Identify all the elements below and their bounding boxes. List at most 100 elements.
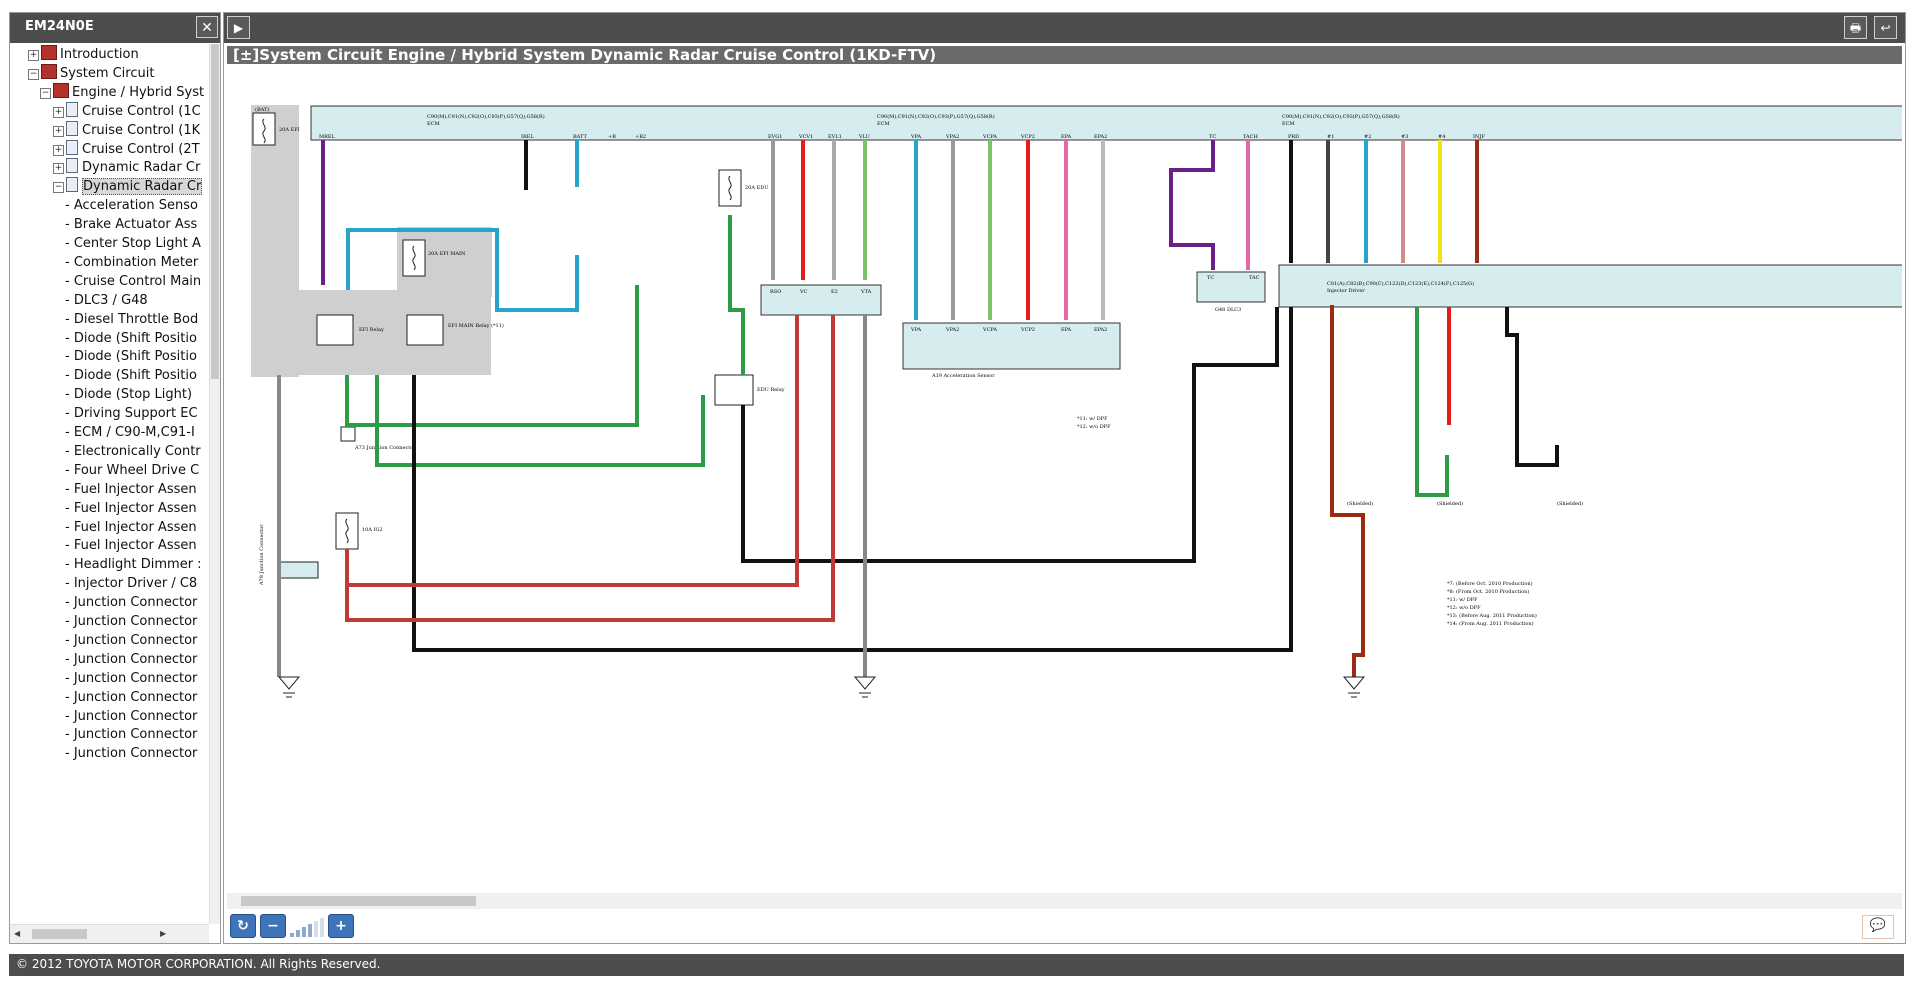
toc-item[interactable]: - Junction Connector xyxy=(65,668,197,690)
toc-hscroll-thumb[interactable] xyxy=(32,929,87,939)
pin-evg1: EVG1 xyxy=(768,134,782,140)
toc-item[interactable]: - Diode (Shift Positio xyxy=(65,328,197,350)
toc-item[interactable]: - Combination Meter xyxy=(65,252,198,274)
zoom-level-bar[interactable] xyxy=(320,918,324,937)
toc-item[interactable]: −Dynamic Radar Cr xyxy=(53,176,203,198)
expand-icon[interactable]: + xyxy=(53,125,64,137)
fuse-ig2-label: 10A IG2 xyxy=(362,527,383,533)
zoom-level-bar[interactable] xyxy=(302,927,306,937)
acceleration-sensor-connector[interactable] xyxy=(902,322,1121,370)
toc-item[interactable]: - Four Wheel Drive C xyxy=(65,460,199,482)
toc-item[interactable]: - Fuel Injector Assen xyxy=(65,517,197,539)
toc-item[interactable]: - Junction Connector xyxy=(65,630,197,652)
scroll-right-icon[interactable]: ▶ xyxy=(160,929,167,938)
toc-item[interactable]: - Junction Connector xyxy=(65,592,197,614)
dlc3-connector[interactable] xyxy=(1196,271,1266,303)
close-icon[interactable]: ✕ xyxy=(196,16,218,38)
ecm-connector-block[interactable] xyxy=(310,105,1902,141)
toc-item[interactable]: +Cruise Control (2T xyxy=(53,139,200,161)
scroll-left-icon[interactable]: ◀ xyxy=(14,929,21,938)
toc-scroll-thumb[interactable] xyxy=(211,44,219,379)
collapse-icon[interactable]: − xyxy=(40,87,51,99)
junction-connector-a73[interactable] xyxy=(340,426,356,442)
collapse-icon[interactable]: − xyxy=(53,182,64,194)
relay-efi[interactable] xyxy=(316,314,354,346)
pin-mrel: MREL xyxy=(319,134,336,140)
toc-item[interactable]: + Cruise Control (1K xyxy=(53,120,200,142)
shielded-label-2: (Shielded) xyxy=(1437,500,1463,507)
toc-item[interactable]: - Brake Actuator Ass xyxy=(65,214,197,236)
toc-item[interactable]: - Fuel Injector Assen xyxy=(65,479,197,501)
toc-item[interactable]: - Diode (Shift Positio xyxy=(65,365,197,387)
reset-zoom-icon[interactable]: ↻ xyxy=(230,914,256,938)
toc-item[interactable]: - Diode (Stop Light) xyxy=(65,384,192,406)
toc-item[interactable]: - Diesel Throttle Bod xyxy=(65,309,198,331)
toc-horizontal-scrollbar[interactable]: ◀ ▶ xyxy=(10,924,209,943)
pin-b2: +B2 xyxy=(635,134,646,140)
toc-item[interactable]: - ECM / C90-M,C91-I xyxy=(65,422,195,444)
toc-item[interactable]: −Engine / Hybrid Syst xyxy=(40,82,204,104)
zoom-in-icon[interactable]: + xyxy=(328,914,354,938)
toc-item[interactable]: - Junction Connector xyxy=(65,687,197,709)
toc-item[interactable]: - Junction Connector xyxy=(65,724,197,746)
relay-edu-label: EDU Relay xyxy=(757,387,785,393)
relay-edu[interactable] xyxy=(714,374,754,406)
document-title[interactable]: [±]System Circuit Engine / Hybrid System… xyxy=(233,46,937,64)
injector-driver-connector[interactable] xyxy=(1278,264,1902,308)
toc-vertical-scrollbar[interactable] xyxy=(209,44,220,924)
toc-item[interactable]: - Injector Driver / C8 xyxy=(65,573,197,595)
toc-item[interactable]: - Fuel Injector Assen xyxy=(65,535,197,557)
zoom-level-bar[interactable] xyxy=(314,921,318,937)
book-icon xyxy=(53,82,69,98)
toc-item[interactable]: - Cruise Control Main xyxy=(65,271,201,293)
pin-vpa: VPA xyxy=(910,134,922,140)
play-icon[interactable]: ▶ xyxy=(227,16,250,39)
collapse-icon[interactable]: − xyxy=(28,68,39,80)
toc-item[interactable]: +Cruise Control (1C xyxy=(53,101,201,123)
toc-item[interactable]: - Junction Connector xyxy=(65,743,197,765)
toc-item[interactable]: - Electronically Contr xyxy=(65,441,201,463)
junction-b-label: A78 Junction Connector xyxy=(259,524,265,586)
feedback-icon[interactable]: 💬 xyxy=(1862,915,1894,939)
toc-item[interactable]: - Headlight Dimmer : xyxy=(65,554,202,576)
toc-item-label: - Combination Meter xyxy=(65,254,199,270)
document-icon xyxy=(66,120,78,136)
fuse-efi[interactable] xyxy=(252,112,276,146)
toc-item[interactable]: −System Circuit xyxy=(28,63,154,85)
toc-item[interactable]: - Fuel Injector Assen xyxy=(65,498,197,520)
throttle-body-connector[interactable] xyxy=(760,284,882,316)
diagram-scroll-thumb[interactable] xyxy=(241,896,476,906)
toc-item[interactable]: - Driving Support EC xyxy=(65,403,198,425)
print-icon[interactable]: 🖶 xyxy=(1844,16,1867,39)
expand-icon[interactable]: + xyxy=(53,144,64,156)
toc-item[interactable]: + Introduction xyxy=(28,44,139,66)
toc-item[interactable]: - Diode (Shift Positio xyxy=(65,346,197,368)
toc-item[interactable]: - Junction Connector xyxy=(65,706,197,728)
junction-connector-a78[interactable] xyxy=(279,561,319,579)
toc-item-label: Cruise Control (1K xyxy=(82,122,201,138)
toc-item-label: - Acceleration Senso xyxy=(65,198,198,214)
relay-efi-main[interactable] xyxy=(406,314,444,346)
expand-icon[interactable]: + xyxy=(53,106,64,118)
toc-item[interactable]: - Junction Connector xyxy=(65,649,197,671)
zoom-level-bar[interactable] xyxy=(308,924,312,937)
expand-icon[interactable]: + xyxy=(53,163,64,175)
toc-item[interactable]: - Acceleration Senso xyxy=(65,195,198,217)
footer: © 2012 TOYOTA MOTOR CORPORATION. All Rig… xyxy=(9,954,1904,976)
toc-item[interactable]: - Junction Connector xyxy=(65,611,197,633)
diagram-horizontal-scrollbar[interactable] xyxy=(227,893,1902,909)
zoom-out-icon[interactable]: − xyxy=(260,914,286,938)
expand-icon[interactable]: + xyxy=(28,50,39,61)
toc-item[interactable]: - DLC3 / G48 xyxy=(65,290,148,312)
toc-item[interactable]: - Center Stop Light A xyxy=(65,233,201,255)
throttle-pin-vc: VC xyxy=(799,289,808,295)
pin-1: #1 xyxy=(1327,134,1334,140)
zoom-level-bar[interactable] xyxy=(296,930,300,937)
note-14: *14: (From Aug. 2011 Production) xyxy=(1447,620,1534,627)
pin-vpa2: VPA2 xyxy=(945,134,959,140)
wiring-diagram[interactable]: C90(M),C91(N),C92(O),C93(P),G57(Q),G58(R… xyxy=(227,65,1902,893)
toc-item-label: Introduction xyxy=(60,47,139,62)
toc-item[interactable]: +Dynamic Radar Cr xyxy=(53,157,200,179)
back-icon[interactable]: ↩ xyxy=(1874,16,1897,39)
zoom-level-bar[interactable] xyxy=(290,933,294,937)
